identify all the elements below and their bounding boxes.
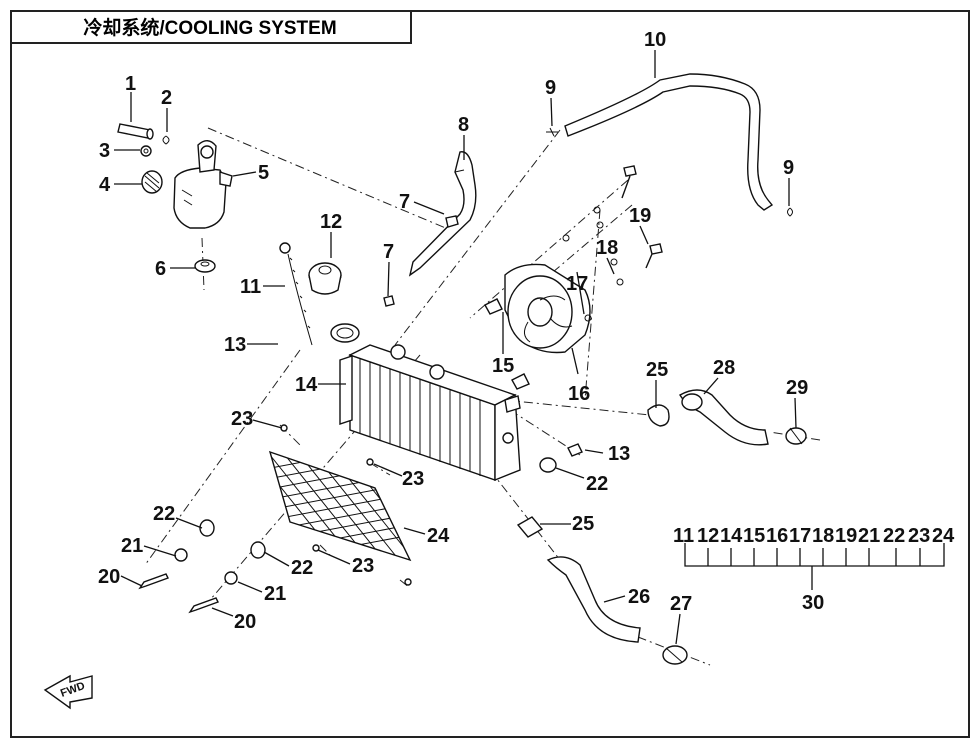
kit-member-19: 19 [835,525,857,547]
leader-lines [114,50,797,645]
diagram-frame [10,10,970,738]
level-cord [279,242,313,346]
callout-21b: 21 [264,583,286,605]
clamp-25-lower [516,516,544,538]
kit-label-30: 30 [802,592,824,614]
callout-8: 8 [458,114,469,136]
callout-25a: 25 [646,359,668,381]
callout-22a: 22 [153,503,175,525]
bypass-hose [564,73,774,211]
kit-member-15: 15 [743,525,765,547]
clamp-small-lower [383,295,395,307]
clamp-25-upper [647,404,670,427]
callout-22c: 22 [586,473,608,495]
callout-7b: 7 [383,241,394,263]
callout-21a: 21 [121,535,143,557]
kit-member-12: 12 [697,525,719,547]
fan-bracket-upper [484,298,503,315]
callout-labels: 1 2 3 4 5 6 7 7 8 9 9 10 11 12 13 13 14 … [98,29,808,633]
kit-member-22: 22 [883,525,905,547]
callout-24: 24 [427,525,450,547]
callout-23a: 23 [231,408,253,430]
hose-clip-right [787,207,793,217]
kit-member-23: 23 [908,525,930,547]
diagram-title: 冷却系统/COOLING SYSTEM [10,10,412,44]
clamp-small-upper [445,215,459,228]
fwd-arrow-icon: FWD [43,674,93,710]
callout-9b: 9 [783,157,794,179]
mount-collars [174,548,238,585]
fan-bracket-lower [511,373,530,390]
callout-13a: 13 [224,334,246,356]
lower-radiator-hose [546,556,641,643]
mount-bolts [138,573,219,614]
callout-27: 27 [670,593,692,615]
callout-12: 12 [320,211,342,233]
radiator-cap [308,262,342,295]
kit-member-11: 11 [673,525,694,547]
callout-29: 29 [786,377,808,399]
expansion-tank [173,140,233,229]
callout-20b: 20 [234,611,256,633]
callout-14: 14 [295,374,318,396]
callout-23b: 23 [402,468,424,490]
callout-20a: 20 [98,566,120,588]
rubber-mounts [199,457,557,559]
callout-13b: 13 [608,443,630,465]
tank-cap [141,170,163,194]
callout-2: 2 [161,87,172,109]
callout-18: 18 [596,237,618,259]
cooling-fan [504,263,591,354]
kit-member-14: 14 [720,525,743,547]
callout-15: 15 [492,355,514,377]
radiator [339,344,521,482]
callout-10: 10 [644,29,666,51]
callout-1: 1 [125,73,136,95]
callout-26: 26 [628,586,650,608]
callout-19: 19 [629,205,651,227]
bracket-13-lower [567,443,583,457]
callout-6: 6 [155,258,166,280]
callout-11: 11 [240,276,261,298]
callout-22b: 22 [291,557,313,579]
callout-9a: 9 [545,77,556,99]
overflow-hose [408,151,477,277]
hose-clamp-29 [785,427,807,445]
callout-4: 4 [99,174,111,196]
hose-stub [117,123,154,140]
callout-25b: 25 [572,513,594,535]
callout-23c: 23 [352,555,374,577]
grille-screws [280,424,412,586]
kit-member-18: 18 [812,525,834,547]
callout-3: 3 [99,140,110,162]
callout-28: 28 [713,357,735,379]
kit-member-16: 16 [766,525,788,547]
kit-group: 11 12 14 15 16 17 18 19 21 22 23 24 30 [673,525,955,614]
kit-member-17: 17 [789,525,811,547]
callout-17: 17 [566,273,588,295]
hose-clip-small [162,135,170,145]
fan-bolts [621,165,663,269]
callout-16: 16 [568,383,590,405]
kit-member-24: 24 [932,525,955,547]
bolt-small [140,145,152,157]
callout-7a: 7 [399,191,410,213]
washers [562,206,624,322]
kit-member-21: 21 [858,525,880,547]
callout-5: 5 [258,162,269,184]
upper-radiator-hose [679,389,769,446]
filler-neck-collar [330,323,360,343]
hose-clip-left [546,127,558,137]
centerlines [144,127,821,666]
hose-clamp-27 [662,645,688,665]
grommet [194,259,216,273]
